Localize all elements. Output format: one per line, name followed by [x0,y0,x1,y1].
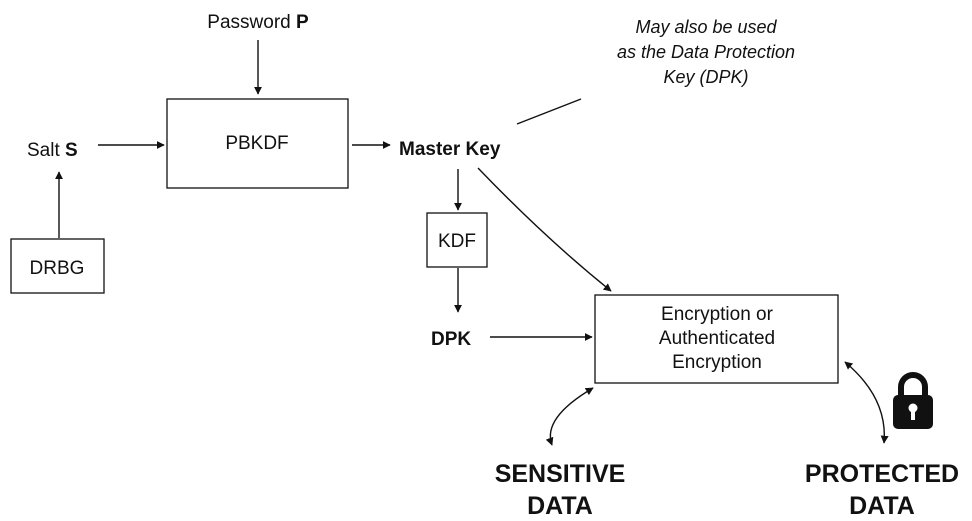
kdf-box [426,212,488,268]
drbg-box [10,238,105,294]
drbg-label: DRBG [30,258,85,279]
dpk-note-line-3: Key (DPK) [663,67,748,87]
dpk-note-line-2: as the Data Protection [617,42,795,62]
sensitive-label-line-2: DATA [527,492,593,520]
kdf-label: KDF [438,231,476,252]
pbkdf-box [166,98,349,189]
protected-label-line-1: PROTECTED [805,460,959,488]
salt-label: Salt S [27,140,78,161]
padlock-icon [893,372,933,429]
dpk-note-line-1: May also be used [635,17,777,37]
encryption-box [594,294,839,384]
dpk-label: DPK [431,329,471,350]
sensitive-data-double-arrow [545,387,594,446]
master-key-to-encryption-arrow [477,167,612,292]
sensitive-label-line-1: SENSITIVE [495,460,626,488]
protected-label-line-2: DATA [849,492,915,520]
encryption-label-line-2: Authenticated [659,328,775,349]
encryption-label-line-1: Encryption or [661,304,774,325]
password-label: Password P [207,12,309,33]
protected-data-double-arrow [844,361,889,444]
encryption-label-line-3: Encryption [672,352,762,373]
pbkdf-label: PBKDF [225,133,288,154]
note-pointer-line [516,98,582,125]
master-key-label: Master Key [399,139,501,160]
